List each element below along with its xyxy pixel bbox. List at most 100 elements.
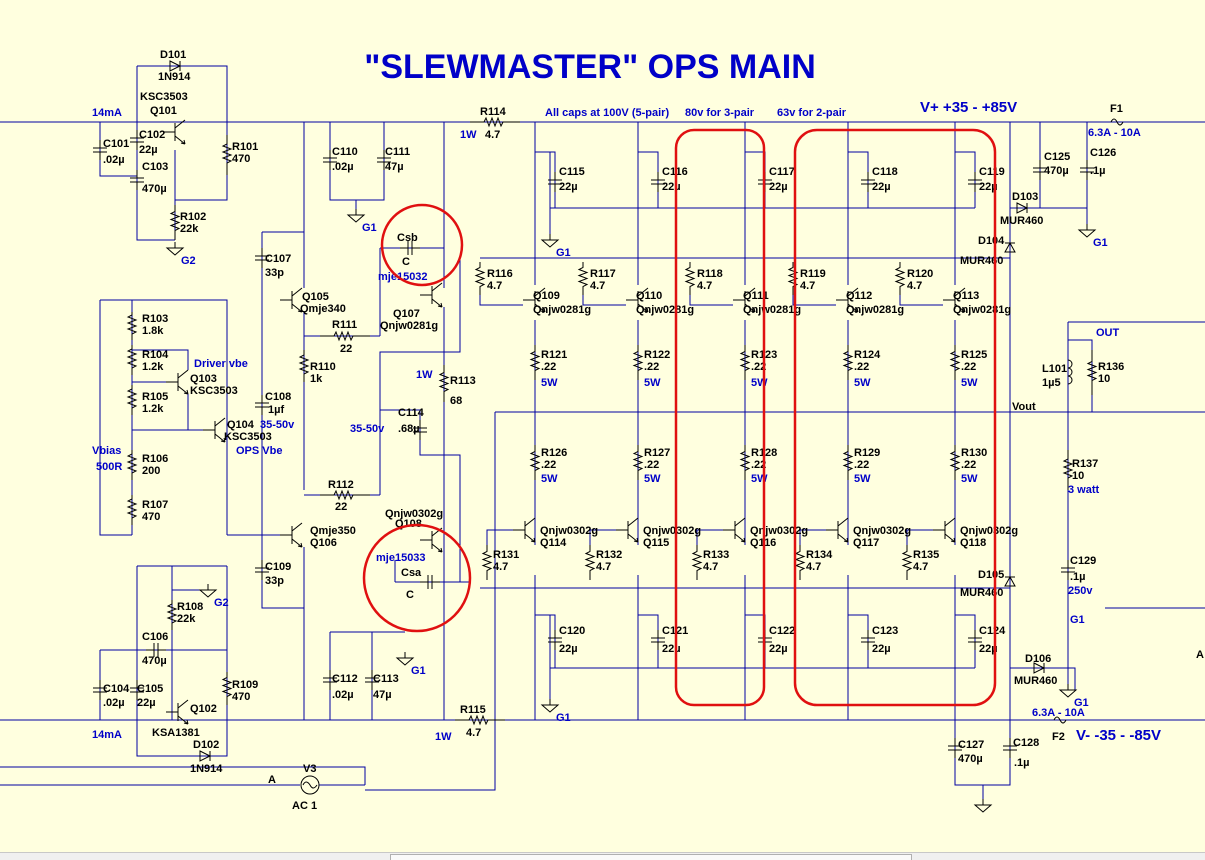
label: 4.7	[806, 561, 821, 573]
label: C102	[139, 129, 165, 141]
transistor-q110	[626, 287, 649, 313]
label: R129	[854, 447, 880, 459]
capacitor-c103	[130, 170, 144, 190]
label-node-a: A	[268, 774, 276, 786]
ground-g1-mid	[395, 652, 415, 666]
label: R134	[806, 549, 833, 561]
label-mje15033: mje15033	[376, 552, 426, 564]
label: 22µ	[769, 643, 788, 655]
capacitor-c119	[968, 172, 982, 192]
label-supply-neg: V- -35 - -85V	[1076, 727, 1161, 744]
resistor-r131	[481, 545, 493, 580]
resistor-r132	[584, 545, 596, 580]
label: 5W	[751, 377, 768, 389]
label-g1-c129: G1	[1070, 614, 1085, 626]
label: Qnjw0281g	[846, 304, 904, 316]
capacitor-c116	[651, 172, 665, 192]
label: D106	[1025, 653, 1051, 665]
label-vout: Vout	[1012, 401, 1036, 413]
label: 5W	[644, 473, 661, 485]
label: C	[402, 256, 410, 268]
label-1w-c: 1W	[435, 731, 452, 743]
label: 33p	[265, 267, 284, 279]
label-caps-note-1: All caps at 100V (5-pair)	[545, 107, 669, 119]
resistor-r114	[470, 116, 520, 128]
label: 1µ5	[1042, 377, 1061, 389]
label-out: OUT	[1096, 327, 1120, 339]
label-q101: Q101	[150, 105, 177, 117]
label: R125	[961, 349, 987, 361]
transistor-q118	[933, 517, 956, 543]
transistor-q114	[513, 517, 536, 543]
label: .1µ	[1014, 757, 1030, 769]
wire	[132, 349, 189, 370]
label: C117	[769, 166, 795, 178]
label: 4.7	[487, 280, 502, 292]
capacitor-c105	[130, 680, 144, 700]
label: 68	[450, 395, 462, 407]
label-d101: D101	[160, 49, 186, 61]
wire	[261, 232, 304, 609]
resistor-r125	[949, 345, 961, 380]
label-ops-vbe: OPS Vbe	[236, 445, 282, 457]
label: 47µ	[373, 689, 392, 701]
wire	[1010, 667, 1076, 690]
label: Q110	[636, 290, 662, 302]
label: .22	[751, 361, 766, 373]
wire	[792, 295, 836, 306]
capacitor-csb	[400, 241, 420, 255]
wire	[848, 614, 869, 668]
label: 22µ	[769, 181, 788, 193]
resistor-r111	[320, 330, 370, 342]
bottom-scrollbar[interactable]	[0, 852, 1205, 860]
transistor-q103	[166, 369, 189, 395]
label: 1N914	[190, 763, 223, 775]
label: .22	[854, 361, 869, 373]
label: R121	[541, 349, 567, 361]
label: C111	[385, 146, 410, 158]
label: Q104	[227, 419, 255, 431]
transistor-q115	[616, 517, 639, 543]
label-fuse2-rating: 6.3A - 10A	[1032, 707, 1085, 719]
scrollbar-thumb[interactable]	[390, 854, 912, 860]
label: Qnjw0302g	[385, 508, 443, 520]
label: Q103	[190, 373, 217, 385]
label: C101	[103, 138, 129, 150]
diode-d103	[1016, 202, 1029, 214]
label: R137	[1072, 458, 1098, 470]
label: C104	[103, 683, 130, 695]
resistor-r126	[529, 445, 541, 480]
diode-d106	[1033, 662, 1046, 674]
label: 22k	[177, 613, 196, 625]
label: 4.7	[913, 561, 928, 573]
label-mje15032: mje15032	[378, 271, 428, 283]
wire	[799, 529, 826, 545]
label: R108	[177, 601, 203, 613]
capacitor-c129	[1061, 560, 1075, 580]
label-1w-b: 1W	[416, 369, 433, 381]
highlight-layer	[362, 128, 997, 707]
resistor-r112	[320, 489, 370, 501]
wire	[589, 529, 616, 545]
label-35-50v-b: 35-50v	[350, 423, 385, 435]
label: Qnjw0302g	[960, 525, 1018, 537]
label: C115	[559, 166, 585, 178]
label: D103	[1012, 191, 1038, 203]
resistor-r135	[901, 545, 913, 580]
capacitor-c127	[948, 738, 962, 758]
label: C112	[332, 673, 358, 685]
capacitor-c102	[130, 130, 144, 150]
label: 470µ	[1044, 165, 1069, 177]
wire	[136, 122, 175, 241]
label: F2	[1052, 731, 1065, 743]
resistor-r124	[842, 345, 854, 380]
resistor-r106	[126, 450, 138, 480]
label: 10	[1098, 373, 1110, 385]
inductor-l101	[1067, 359, 1073, 385]
label: 1µf	[268, 404, 284, 416]
label: R103	[142, 313, 168, 325]
capacitor-c115	[548, 172, 562, 192]
label: 200	[142, 465, 160, 477]
ground-g1-top-label: G1	[362, 222, 377, 234]
label: C110	[332, 146, 358, 158]
